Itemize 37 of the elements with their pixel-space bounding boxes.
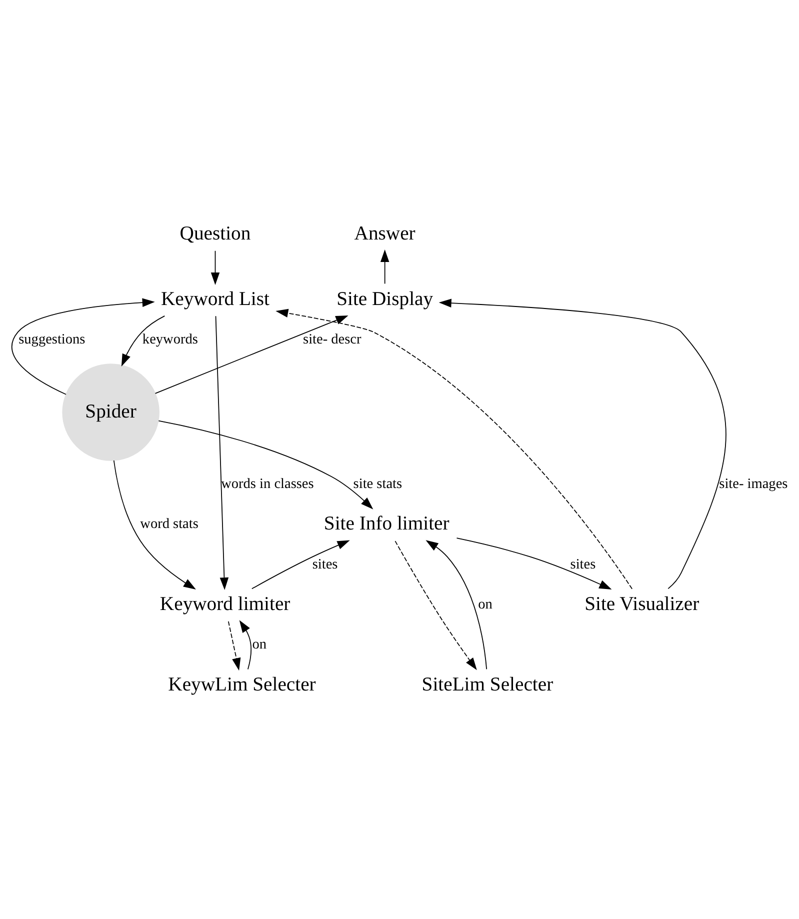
node-text: Answer — [354, 223, 416, 244]
edge-label: site- images — [719, 475, 788, 492]
arrow — [113, 460, 196, 589]
arrow — [121, 315, 166, 366]
edge-label: on — [478, 596, 492, 612]
arrow — [251, 540, 350, 589]
node-text: Question — [180, 223, 251, 244]
node-text: SiteLim Selecter — [422, 674, 554, 695]
edge-label: suggestions — [18, 330, 86, 347]
arrow — [239, 620, 252, 670]
node-text: Keyword List — [161, 288, 270, 310]
node-circle: Spider — [62, 363, 160, 460]
edge-label: site stats — [353, 475, 402, 492]
arrow — [228, 620, 241, 670]
arrow — [12, 298, 155, 394]
arrow — [456, 537, 612, 590]
edge-label: keywords — [142, 330, 198, 347]
edge-label: words in classes — [221, 475, 314, 492]
arrow — [426, 540, 488, 670]
arrow — [380, 249, 390, 284]
edge-label: sites — [570, 556, 596, 572]
arrow — [154, 314, 348, 394]
arrow — [276, 308, 633, 589]
arrow — [215, 315, 229, 590]
edge-label: on — [252, 636, 267, 652]
arrow — [210, 250, 220, 285]
node-text: KeywLim Selecter — [168, 674, 316, 695]
arrow — [158, 420, 374, 509]
arrow — [438, 298, 726, 589]
node-text: Site Display — [336, 288, 434, 310]
edge-label: word stats — [140, 516, 198, 532]
edge-label: sites — [312, 556, 338, 572]
arrow — [394, 540, 477, 670]
node-text: Keyword limiter — [160, 594, 290, 615]
edge-label: site- descr — [303, 330, 362, 347]
node-text: Site Visualizer — [584, 594, 700, 615]
node-text: Site Info limiter — [324, 513, 450, 534]
